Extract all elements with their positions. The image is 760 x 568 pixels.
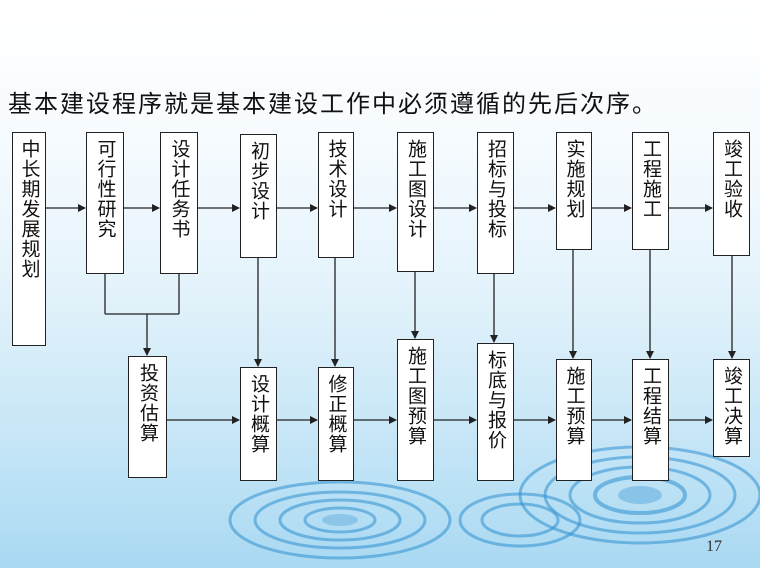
flow-box-label: 竣工验收 — [721, 139, 743, 219]
flow-box-label: 中长期发展规划 — [18, 139, 41, 279]
flow-box-construction: 工程施工 — [632, 132, 669, 250]
flow-box-label: 标底与报价 — [485, 350, 507, 450]
flow-box-label: 施工图预算 — [405, 346, 427, 446]
flow-box-final-accounts: 竣工决算 — [713, 359, 750, 457]
flow-box-feasibility-study: 可行性研究 — [86, 132, 124, 274]
flow-box-label: 修正概算 — [325, 374, 348, 454]
flow-box-investment-estimate: 投资估算 — [128, 356, 167, 478]
flow-box-implementation-plan: 实施规划 — [556, 132, 592, 250]
flow-box-label: 初步设计 — [248, 141, 270, 221]
flow-box-label: 可行性研究 — [94, 139, 117, 239]
flow-box-label: 工程结算 — [640, 366, 662, 446]
flow-box-label: 施工图设计 — [405, 139, 427, 239]
flow-box-construction-drawing-design: 施工图设计 — [397, 132, 434, 272]
flow-box-project-settlement: 工程结算 — [632, 359, 669, 481]
flow-box-label: 招标与投标 — [485, 139, 507, 239]
flow-box-design-estimate: 设计概算 — [240, 367, 277, 481]
flow-box-label: 竣工决算 — [721, 366, 743, 446]
flow-box-label: 投资估算 — [137, 363, 159, 443]
flow-box-label: 实施规划 — [563, 139, 586, 219]
flow-box-revised-estimate: 修正概算 — [318, 367, 354, 481]
flow-box-construction-drawing-budget: 施工图预算 — [397, 339, 434, 481]
flow-box-label: 设计概算 — [248, 374, 270, 454]
flow-box-technical-design: 技术设计 — [318, 132, 354, 258]
flow-box-construction-budget: 施工预算 — [556, 359, 592, 481]
flow-box-bidding: 招标与投标 — [477, 132, 514, 274]
slide-heading: 基本建设程序就是基本建设工作中必须遵循的先后次序。 — [8, 90, 658, 118]
flow-box-label: 技术设计 — [325, 139, 348, 219]
flow-box-completion-acceptance: 竣工验收 — [713, 132, 750, 256]
flow-box-mid-long-term-plan: 中长期发展规划 — [12, 132, 46, 346]
flow-box-label: 设计任务书 — [168, 139, 191, 239]
flow-box-bid-price: 标底与报价 — [477, 343, 514, 481]
page-number: 17 — [706, 538, 722, 555]
flow-box-design-task-book: 设计任务书 — [160, 132, 198, 274]
flow-box-label: 工程施工 — [640, 139, 662, 219]
flow-box-label: 施工预算 — [563, 366, 586, 446]
flow-box-preliminary-design: 初步设计 — [240, 134, 277, 258]
